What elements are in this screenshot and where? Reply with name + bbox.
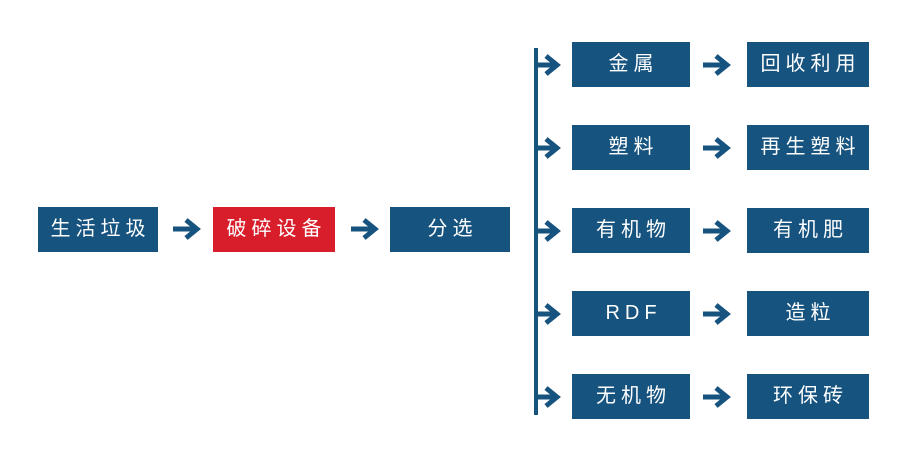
arrow-right-icon [703, 220, 731, 242]
node-organic-fertilizer: 有机肥 [747, 208, 869, 253]
arrow-right-icon [535, 303, 561, 325]
node-granulation: 造粒 [747, 291, 869, 336]
node-metal: 金属 [572, 42, 690, 87]
node-recycling: 回收利用 [747, 42, 869, 87]
arrow-right-icon [351, 218, 379, 240]
node-rdf: RDF [572, 291, 690, 336]
arrow-right-icon [535, 386, 561, 408]
node-household-waste: 生活垃圾 [38, 207, 158, 252]
node-recycled-plastic: 再生塑料 [747, 125, 869, 170]
arrow-right-icon [535, 220, 561, 242]
node-eco-brick: 环保砖 [747, 374, 869, 419]
arrow-right-icon [703, 386, 731, 408]
arrow-right-icon [703, 54, 731, 76]
node-crushing-equipment: 破碎设备 [213, 207, 335, 252]
node-plastic: 塑料 [572, 125, 690, 170]
arrow-right-icon [535, 54, 561, 76]
arrow-right-icon [703, 303, 731, 325]
node-sorting: 分选 [390, 207, 510, 252]
arrow-right-icon [703, 137, 731, 159]
node-inorganic-matter: 无机物 [572, 374, 690, 419]
arrow-right-icon [535, 137, 561, 159]
arrow-right-icon [173, 218, 201, 240]
node-organic-matter: 有机物 [572, 208, 690, 253]
